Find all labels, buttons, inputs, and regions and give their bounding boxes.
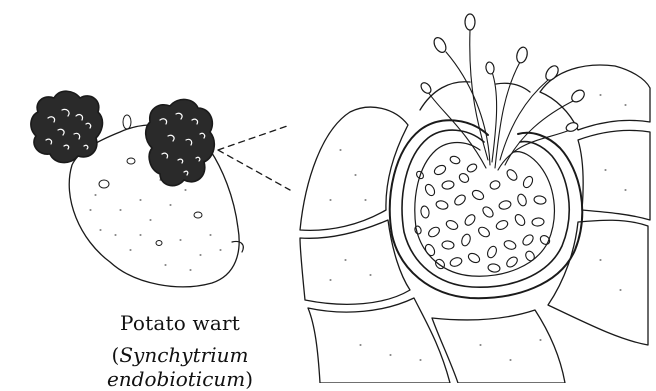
wart-right	[146, 99, 215, 185]
paren-close: )	[245, 367, 253, 391]
sporangium-cross-section-icon	[300, 14, 650, 383]
caption-scientific-name: (Synchytrium endobioticum)	[60, 343, 300, 391]
potato-tuber-icon	[31, 91, 243, 287]
scientific-name: Synchytrium endobioticum	[107, 343, 249, 391]
pointer-line	[218, 125, 290, 190]
caption-common-name: Potato wart	[60, 311, 300, 335]
wart-left	[31, 91, 103, 162]
